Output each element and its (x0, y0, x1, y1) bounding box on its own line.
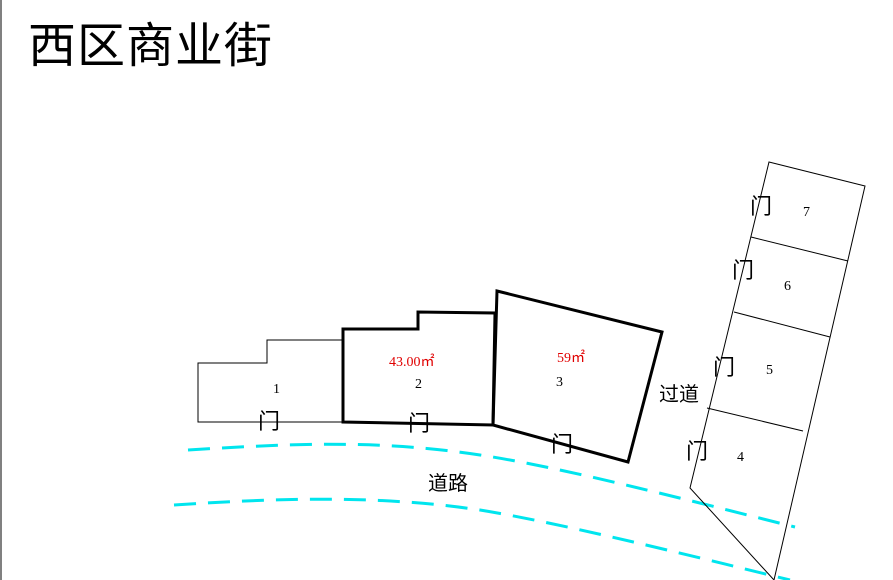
unit-7-number: 7 (803, 205, 810, 220)
unit-2-area: 43.00㎡ (389, 354, 435, 370)
unit-6-7-divider (750, 236, 849, 262)
unit-2-number: 2 (415, 377, 422, 392)
right-building-outline (689, 161, 866, 580)
unit-4-number: 4 (737, 450, 744, 465)
door-label-unit-1: 门 (258, 410, 280, 435)
door-label-unit-5: 门 (713, 356, 735, 381)
unit-3-outline[interactable] (491, 289, 664, 464)
road-line-upper (187, 442, 796, 529)
page-title: 西区商业街 (28, 18, 274, 74)
road-line-lower (173, 497, 791, 580)
unit-5-6-divider (733, 311, 831, 338)
road-label: 道路 (428, 471, 468, 495)
unit-1-number: 1 (273, 382, 280, 397)
unit-6-number: 6 (784, 279, 791, 294)
door-label-unit-6: 门 (732, 259, 754, 284)
door-label-unit-7: 门 (750, 195, 772, 220)
door-label-unit-2: 门 (408, 412, 430, 437)
passage-label: 过道 (659, 382, 699, 406)
door-label-unit-3: 门 (551, 433, 573, 458)
unit-5-number: 5 (766, 363, 773, 378)
door-label-unit-4: 门 (686, 440, 708, 465)
unit-3-number: 3 (556, 375, 563, 390)
unit-4-5-divider (706, 407, 804, 432)
unit-3-area: 59㎡ (557, 350, 585, 366)
